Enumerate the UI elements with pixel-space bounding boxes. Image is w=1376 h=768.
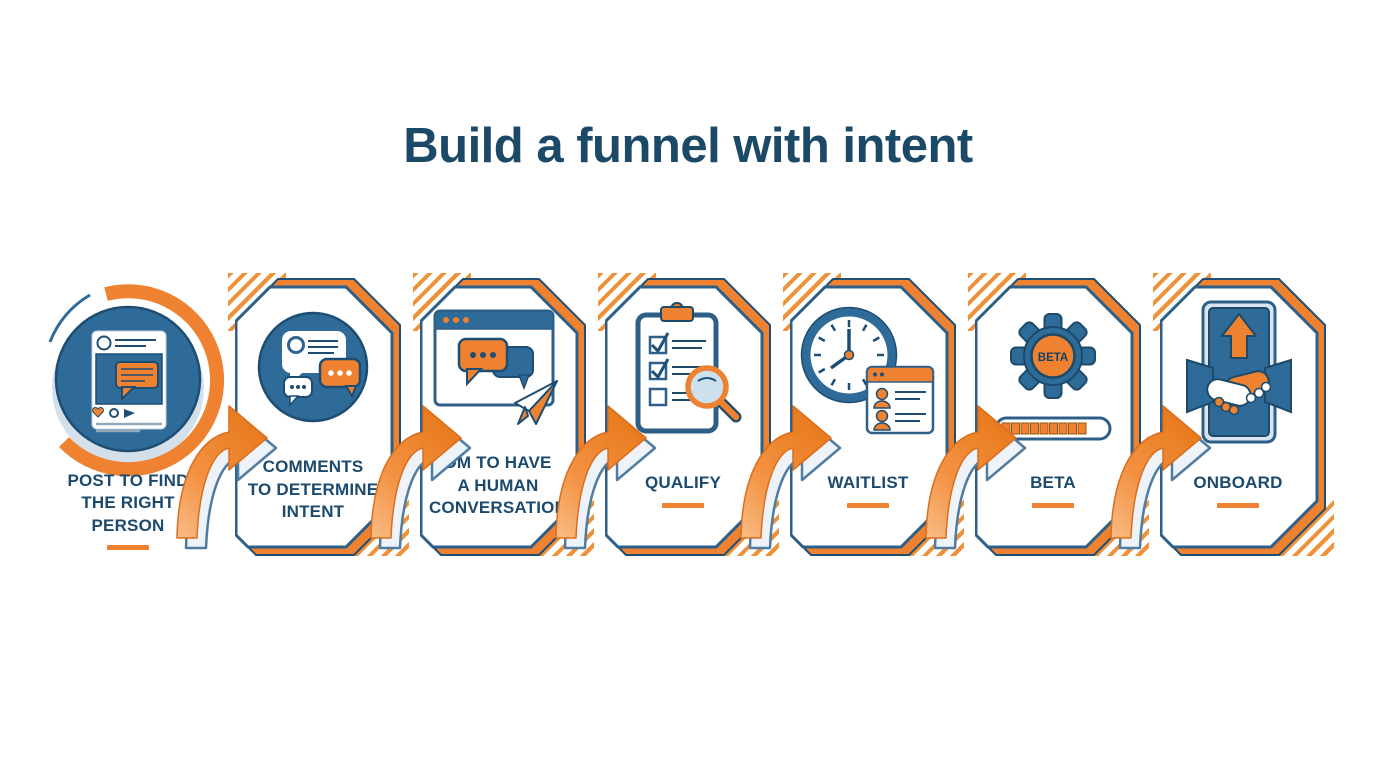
- step-beta: BETA BETA: [968, 273, 1149, 556]
- step-post: POST TO FIND THE RIGHT PERSON: [28, 282, 228, 562]
- step-comments: COMMENTS TO DETERMINE INTENT: [228, 273, 409, 556]
- step-waitlist-label: WAITLIST: [827, 473, 909, 493]
- label-underline: [847, 502, 889, 508]
- page-title: Build a funnel with intent: [403, 119, 973, 173]
- label-underline: [1217, 502, 1259, 508]
- step-comments-label: COMMENTS TO DETERMINE INTENT: [247, 457, 379, 522]
- dm-chat-window-icon: [433, 309, 558, 425]
- step-onboard-label: ONBOARD: [1193, 473, 1283, 493]
- step-dm: DM TO HAVE A HUMAN CONVERSATION: [413, 273, 594, 556]
- flow-arrow-3: [554, 404, 657, 550]
- step-post-label: POST TO FIND THE RIGHT PERSON: [67, 471, 189, 535]
- handshake-upgrade-icon: [1186, 300, 1292, 444]
- social-post-icon: [48, 284, 225, 477]
- flow-arrow-6: [1109, 404, 1212, 550]
- comment-bubbles-icon: [257, 311, 369, 422]
- flow-arrow-2: [369, 404, 472, 550]
- flow-arrow-5: [924, 404, 1027, 550]
- step-dm-label: DM TO HAVE A HUMAN CONVERSATION: [428, 453, 568, 518]
- clock-roster-icon: [800, 306, 935, 435]
- label-underline: [1032, 502, 1074, 508]
- step-qualify-label: QUALIFY: [644, 473, 721, 493]
- flow-arrow-1: [175, 404, 278, 550]
- step-onboard: ONBOARD: [1153, 273, 1334, 556]
- gear-beta-text: BETA: [1038, 352, 1068, 364]
- label-underline: [107, 545, 149, 551]
- beta-gear-progress-icon: BETA: [994, 313, 1112, 441]
- step-qualify: QUALIFY: [598, 273, 779, 556]
- flow-arrow-4: [739, 404, 842, 550]
- checklist-magnifier-icon: [635, 301, 742, 433]
- step-beta-label: BETA: [1030, 473, 1076, 493]
- label-underline: [662, 502, 704, 508]
